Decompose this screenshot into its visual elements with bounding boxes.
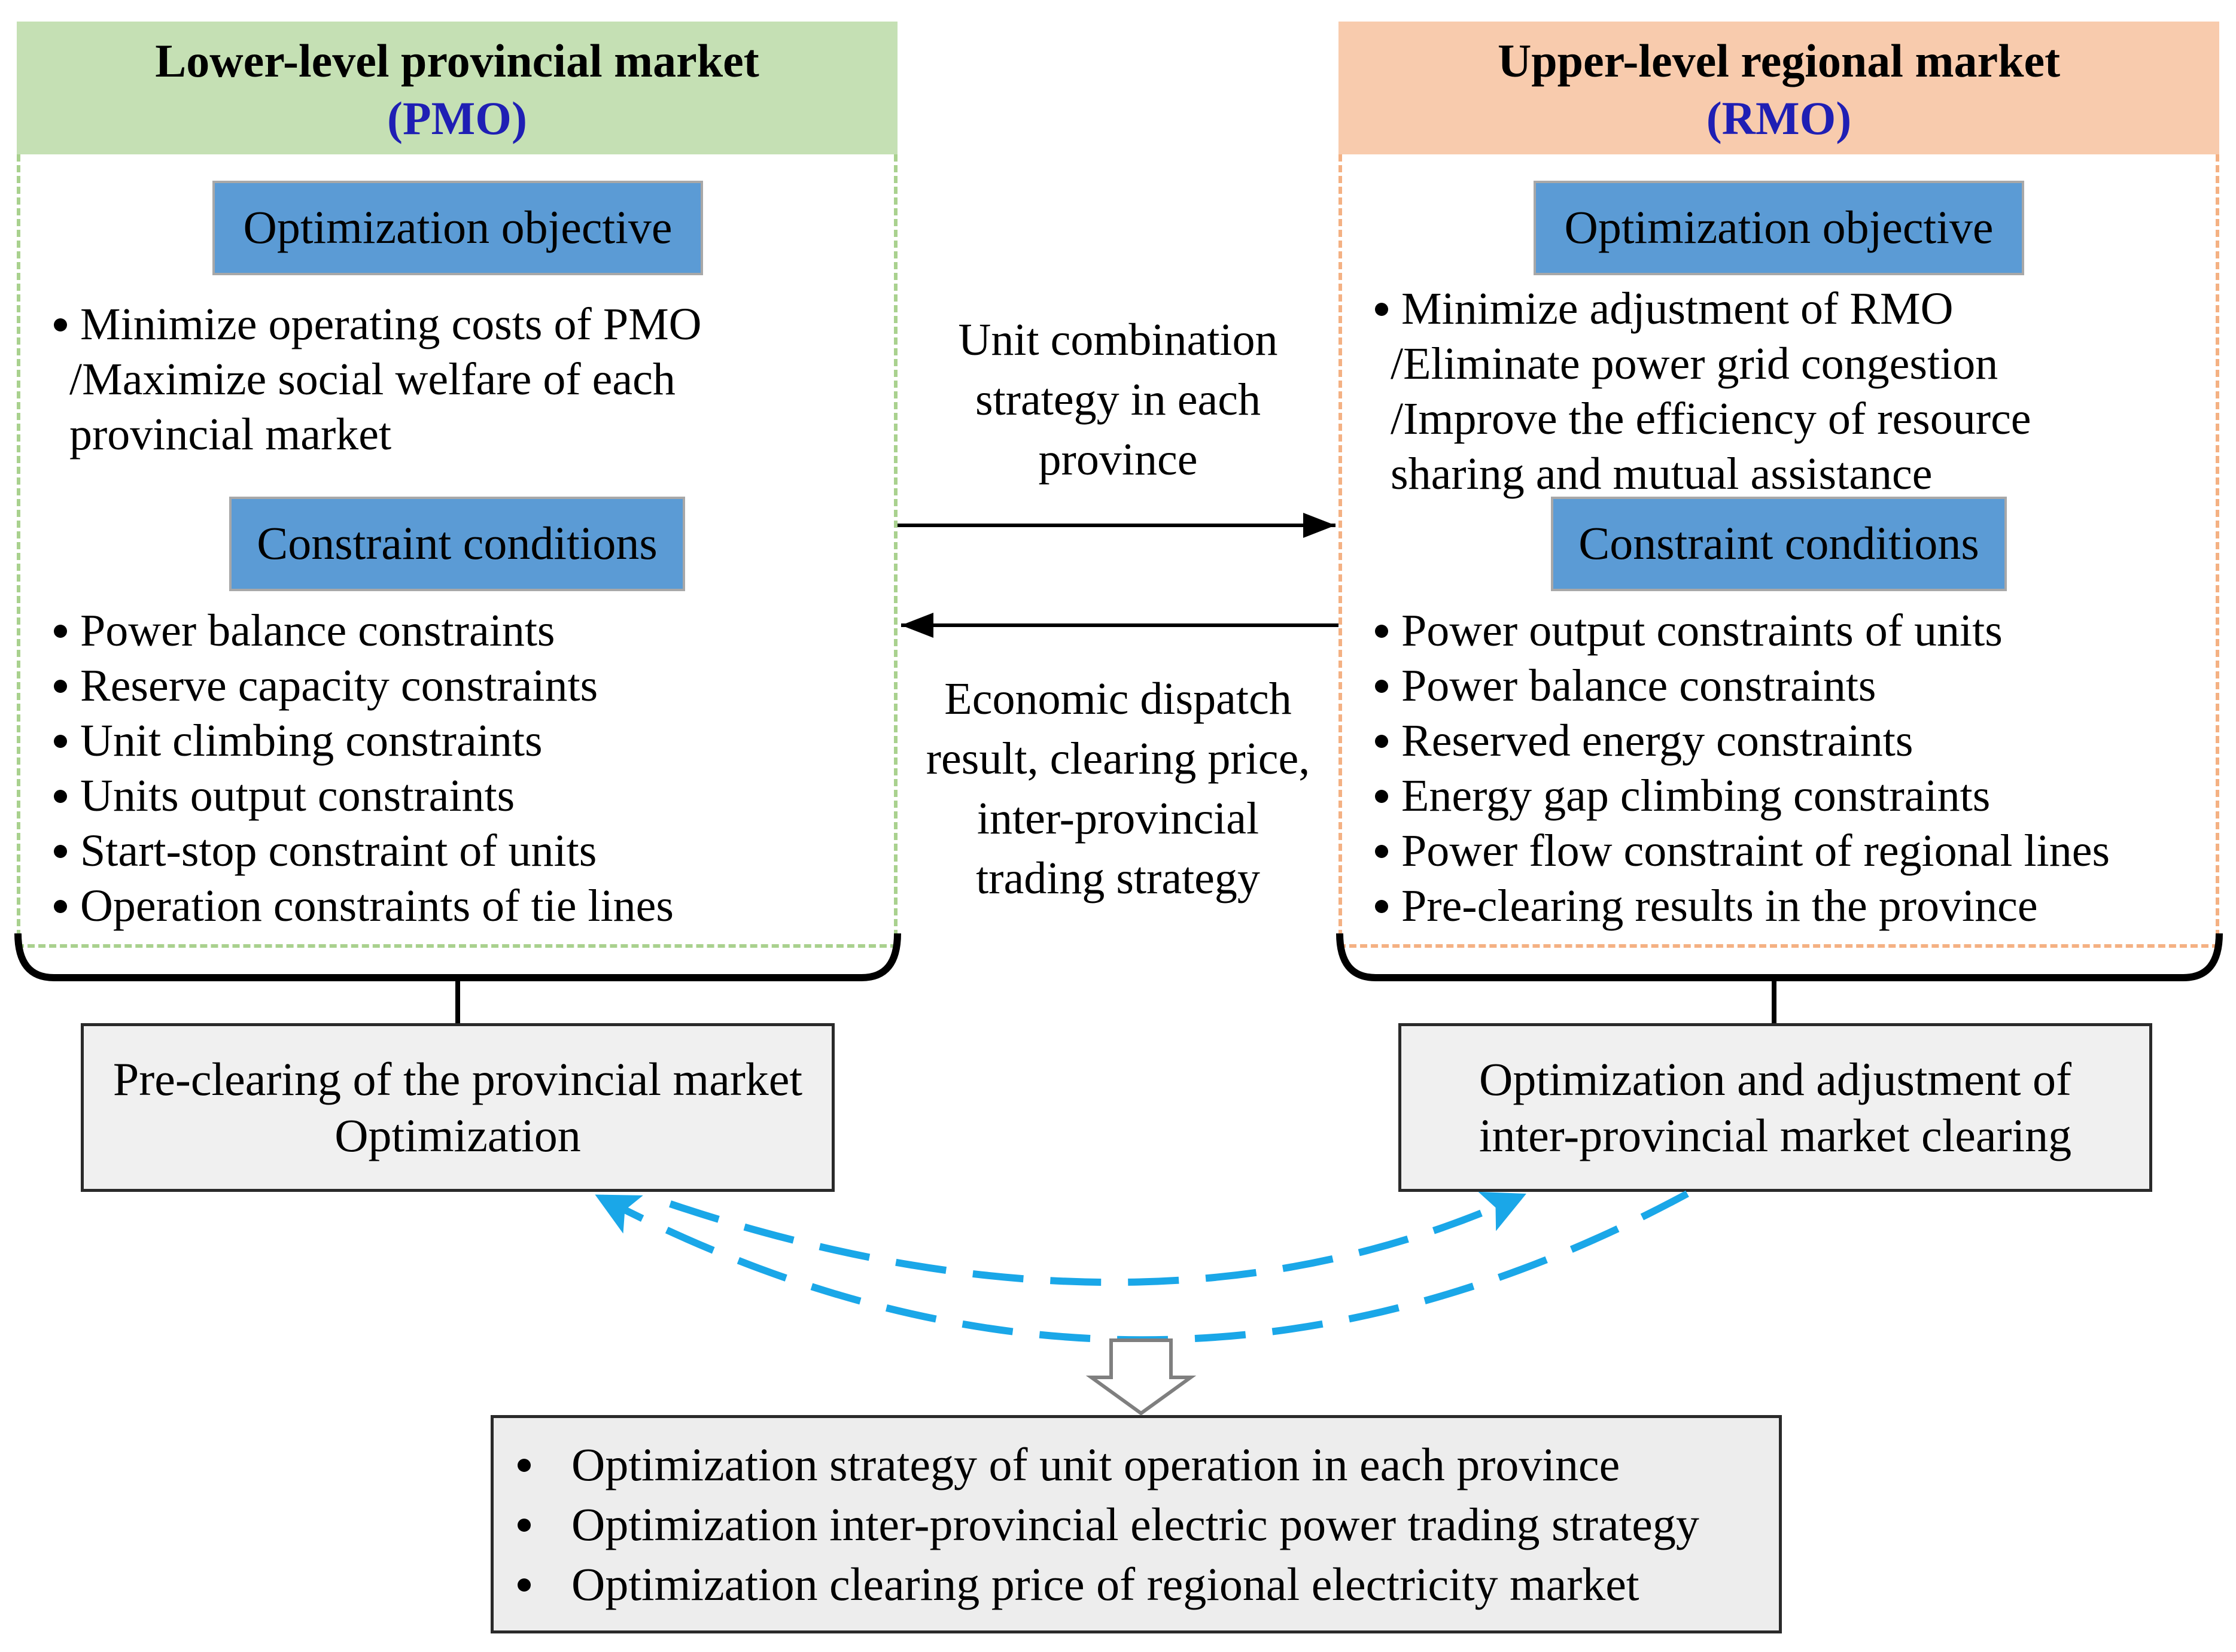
left-bracket (14, 933, 901, 981)
right-constraint-item: Reserved energy constraints (1369, 713, 2219, 768)
right-objective-line: sharing and mutual assistance (1391, 449, 1933, 499)
left-constraint-item: Reserve capacity constraints (48, 658, 886, 713)
flow-left-label-line: result, clearing price, (926, 734, 1310, 784)
right-panel: Upper-level regional market (RMO) (1338, 22, 2219, 948)
left-objective-line: Minimize operating costs of PMO (48, 297, 886, 352)
flow-right-label-line: Unit combination (958, 315, 1278, 365)
left-panel-title: Lower-level provincial market (155, 35, 759, 87)
left-panel-header: Lower-level provincial market (PMO) (17, 22, 898, 154)
left-constraint-item: Power balance constraints (48, 603, 886, 658)
right-objective-line: Minimize adjustment of RMO (1369, 281, 2219, 336)
right-process-box: Optimization and adjustment of inter-pro… (1398, 1023, 2152, 1192)
loop-arrow-upper (669, 1191, 1526, 1286)
flow-right-label: Unit combination strategy in each provin… (898, 310, 1338, 489)
result-box: Optimization strategy of unit operation … (491, 1415, 1782, 1633)
right-objective-tag: Optimization objective (1534, 181, 2024, 275)
right-panel-acronym: (RMO) (1706, 92, 1852, 144)
result-item: Optimization strategy of unit operation … (494, 1435, 1779, 1495)
left-panel-acronym: (PMO) (387, 92, 527, 144)
right-objective-line: /Improve the efficiency of resource (1391, 394, 2031, 444)
right-constraint-item: Pre-clearing results in the province (1369, 878, 2219, 933)
flow-right-label-line: province (1038, 434, 1198, 485)
left-constraint-item: Unit climbing constraints (48, 713, 886, 768)
right-constraint-list: Power output constraints of units Power … (1369, 603, 2219, 933)
left-objective-tag: Optimization objective (212, 181, 703, 275)
left-process-line: Optimization (334, 1109, 581, 1161)
flow-left-label-line: Economic dispatch (944, 674, 1292, 724)
right-process-line: Optimization and adjustment of (1479, 1053, 2071, 1105)
left-constraint-list: Power balance constraints Reserve capaci… (48, 603, 886, 933)
left-panel-body (17, 154, 898, 948)
right-constraint-item: Power balance constraints (1369, 658, 2219, 713)
flow-left-label-line: trading strategy (976, 853, 1260, 903)
right-constraint-item: Power output constraints of units (1369, 603, 2219, 658)
left-objective-line: provincial market (69, 409, 392, 460)
down-arrow-icon (1085, 1338, 1197, 1416)
right-constraint-item: Energy gap climbing constraints (1369, 768, 2219, 823)
left-objective-line: /Maximize social welfare of each (69, 354, 676, 404)
left-constraint-item: Start-stop constraint of units (48, 823, 886, 878)
right-constraint-tag: Constraint conditions (1551, 497, 2007, 591)
flow-left-label-line: inter-provincial (976, 793, 1260, 844)
left-constraint-tag: Constraint conditions (229, 497, 685, 591)
left-constraint-item: Operation constraints of tie lines (48, 878, 886, 933)
right-bracket (1336, 933, 2223, 981)
right-process-line: inter-provincial market clearing (1479, 1109, 2072, 1161)
right-panel-body (1338, 154, 2219, 948)
result-item: Optimization clearing price of regional … (494, 1554, 1779, 1614)
left-process-line: Pre-clearing of the provincial market (112, 1053, 803, 1105)
left-objective-list: Minimize operating costs of PMO /Maximiz… (48, 297, 886, 462)
right-objective-line: /Eliminate power grid congestion (1391, 339, 1998, 389)
right-panel-title: Upper-level regional market (1497, 35, 2061, 87)
right-constraint-item: Power flow constraint of regional lines (1369, 823, 2219, 878)
left-process-box: Pre-clearing of the provincial market Op… (81, 1023, 835, 1192)
left-constraint-item: Units output constraints (48, 768, 886, 823)
loop-arrow-lower (595, 1190, 1689, 1344)
right-objective-list: Minimize adjustment of RMO /Eliminate po… (1369, 281, 2219, 501)
right-panel-header: Upper-level regional market (RMO) (1338, 22, 2219, 154)
flow-right-label-line: strategy in each (975, 375, 1261, 425)
left-panel: Lower-level provincial market (PMO) (17, 22, 898, 948)
flow-left-label: Economic dispatch result, clearing price… (898, 669, 1338, 908)
result-item: Optimization inter-provincial electric p… (494, 1495, 1779, 1554)
